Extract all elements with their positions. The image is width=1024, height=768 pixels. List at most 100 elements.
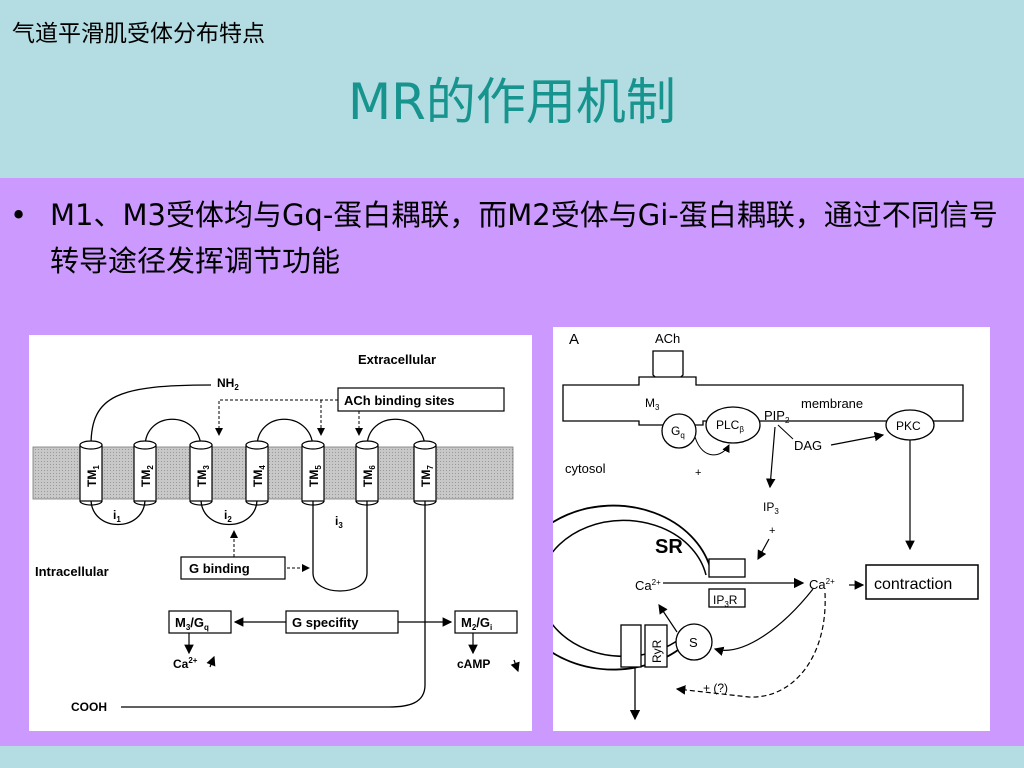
tm-cylinder-5: TM5	[301, 440, 325, 506]
ca-label: Ca2+	[173, 656, 198, 671]
dag-to-pkc-arrow	[830, 431, 885, 446]
ext-loop-1	[144, 418, 202, 448]
tm-cylinder-top	[301, 440, 325, 450]
contraction-label: contraction	[874, 576, 952, 593]
g-binding-box	[180, 556, 286, 580]
plus-sign-2: +	[769, 525, 775, 537]
tm-label-5: TM5	[307, 465, 323, 487]
tm-label-4: TM4	[251, 465, 267, 487]
header-band: 气道平滑肌受体分布特点 MR的作用机制	[0, 0, 1024, 178]
ip3r-bottom-box	[708, 588, 746, 608]
signaling-pathway-diagram: A ACh membrane M3 Gq PLCβ + PIP2 PKC DAG…	[512, 327, 990, 731]
loop-i2-label: i2	[224, 508, 232, 524]
ca-feedback-arrow	[713, 588, 814, 656]
g-binding-label: G binding	[189, 561, 250, 576]
tm-cylinder-bottom	[355, 500, 379, 506]
plc-label: PLCβ	[716, 418, 744, 434]
m2gi-box	[454, 610, 518, 634]
pip2-dag-line	[777, 424, 794, 440]
tm-cylinder-4: TM4	[245, 440, 269, 506]
ryr-right-box	[644, 624, 668, 668]
membrane-label: membrane	[801, 396, 863, 411]
int-loop-1	[90, 498, 146, 526]
ca-left-label: Ca2+	[635, 578, 661, 593]
ext-loop-2	[256, 418, 314, 448]
ca-right-label: Ca2+	[809, 577, 835, 592]
g-specifity-label: G specifity	[292, 615, 359, 630]
dag-label: DAG	[794, 438, 822, 453]
membrane-band	[32, 446, 514, 500]
s-circle	[675, 623, 713, 661]
tm-label-6: TM6	[361, 465, 377, 487]
slide-subtitle: 气道平滑肌受体分布特点	[12, 21, 265, 47]
int-loop-2	[200, 498, 258, 526]
tm-cylinder-6: TM6	[355, 440, 379, 506]
ip3-to-receptor-arrow	[757, 538, 770, 561]
ach-binding-label: ACh binding sites	[344, 393, 455, 408]
ryr-label: RyR	[650, 639, 664, 663]
tm-cylinder-top	[355, 440, 379, 450]
pip2-to-ip3-arrow	[765, 426, 776, 489]
loop-i3-label: i3	[335, 514, 343, 530]
panel-a-label: A	[569, 331, 579, 348]
tm-label-7: TM7	[419, 465, 435, 487]
tm-cylinder-top	[133, 440, 157, 450]
dashed-feedback-arrow	[675, 592, 826, 698]
c-terminus-line	[121, 499, 426, 708]
pkc-label: PKC	[896, 419, 921, 433]
tm-cylinder-bottom	[413, 500, 437, 506]
gq-to-plc-arrow	[694, 436, 730, 456]
tm-label-1: TM1	[85, 465, 101, 487]
nh2-label: NH2	[217, 376, 239, 392]
int-loop-3	[312, 499, 368, 592]
tm-cylinder-3: TM3	[189, 440, 213, 506]
slide-title: MR的作用机制	[348, 73, 676, 131]
gq-label: Gq	[671, 424, 685, 440]
ip3r-label: IP3R	[713, 593, 738, 609]
loop-i1-label: i1	[113, 508, 121, 524]
n-terminus-line	[90, 384, 212, 446]
bullet-point: • M1、M3受体均与Gq-蛋白耦联，而M2受体与Gi-蛋白耦联，通过不同信号转…	[10, 192, 1015, 284]
camp-down-arrow	[510, 659, 520, 673]
camp-label: cAMP	[457, 657, 490, 671]
m2gi-label: M2/Gi	[461, 615, 492, 632]
tm-cylinder-1: TM1	[79, 440, 103, 506]
tm-cylinder-bottom	[245, 500, 269, 506]
tm-cylinder-bottom	[133, 500, 157, 506]
ryr-left-box	[620, 624, 642, 668]
footer-band	[0, 746, 1024, 768]
gq-circle	[661, 413, 697, 449]
tm-label-2: TM2	[139, 465, 155, 487]
plus-question-label: + (?)	[703, 681, 728, 695]
ach-label: ACh	[655, 331, 680, 346]
m3gq-label: M3/Gq	[175, 615, 209, 632]
tm-cylinder-2: TM2	[133, 440, 157, 506]
ip3r-top-box	[708, 558, 746, 578]
tm-cylinder-top	[189, 440, 213, 450]
ip3-label: IP3	[763, 500, 779, 516]
tm-cylinder-top	[413, 440, 437, 450]
s-label: S	[689, 635, 698, 650]
receptor-topology-diagram: Extracellular Intracellular NH2 ACh bind…	[29, 335, 532, 731]
receptor-topology-svg: Extracellular Intracellular NH2 ACh bind…	[32, 352, 520, 714]
tm-cylinder-bottom	[301, 500, 325, 506]
plus-sign-1: +	[695, 467, 701, 479]
tm-label-3: TM3	[195, 465, 211, 487]
ca-up-arrow	[206, 655, 216, 668]
membrane-shape	[562, 376, 964, 426]
m3gq-box	[168, 610, 232, 634]
tm-cylinder-bottom	[79, 500, 103, 506]
intracellular-label: Intracellular	[35, 564, 109, 579]
tm-cylinder-top	[79, 440, 103, 450]
signaling-pathway-svg: A ACh membrane M3 Gq PLCβ + PIP2 PKC DAG…	[512, 331, 979, 721]
tm-cylinder-bottom	[189, 500, 213, 506]
cooh-label: COOH	[71, 700, 107, 714]
sr-label: SR	[655, 536, 683, 558]
tm-cylinder-top	[245, 440, 269, 450]
plc-ellipse	[705, 406, 761, 444]
extracellular-label: Extracellular	[358, 352, 436, 367]
m3-label: M3	[645, 396, 660, 412]
ext-loop-3	[366, 418, 426, 448]
contraction-box	[865, 564, 979, 600]
s-to-ca-arrow	[658, 604, 678, 633]
